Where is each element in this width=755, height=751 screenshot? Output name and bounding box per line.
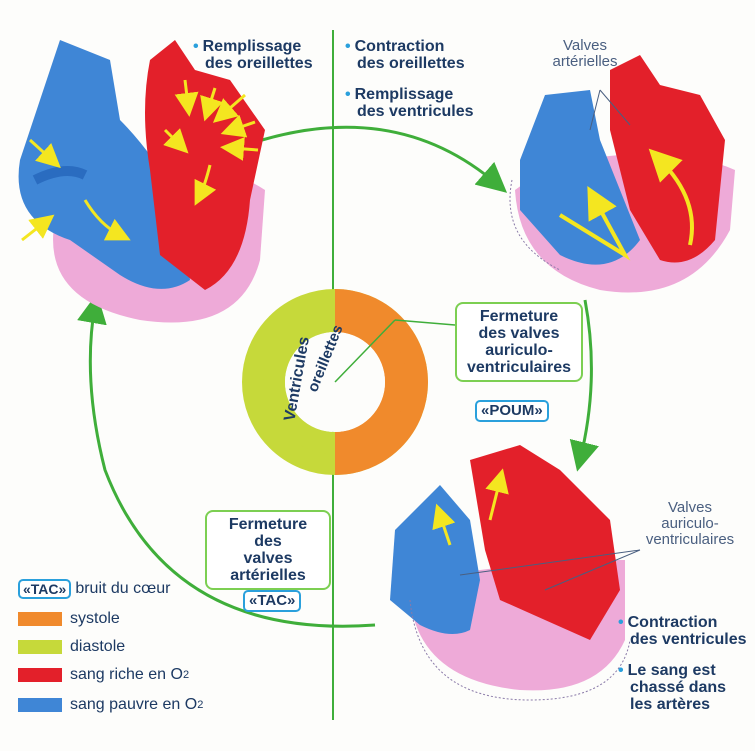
legend-heart-sound-text: bruit du cœur — [75, 580, 171, 597]
legend-systole-text: systole — [70, 610, 120, 627]
legend-oxygen-rich-text: sang riche en O — [70, 666, 183, 683]
sound-tac-badge: «TAC» — [243, 590, 302, 612]
legend-tac-badge: «TAC» — [18, 579, 72, 599]
annotation-av-valves-line3: ventriculaires — [645, 531, 735, 548]
av-closure-line2: des valves — [478, 325, 560, 342]
art-valve-closure-box: Fermeture des valves artérielles — [205, 510, 331, 590]
av-closure-line3: auriculo- — [485, 342, 553, 359]
ring-inner-diastole — [263, 310, 336, 454]
phase-atrial-contraction-line1: Contraction — [354, 38, 445, 55]
phase-atrial-contraction-line2: des oreillettes — [357, 55, 465, 72]
legend-diastole-text: diastole — [70, 638, 126, 655]
annotation-av-valves: Valves auriculo- ventriculaires — [635, 500, 745, 548]
legend-oxygen-rich-subscript: 2 — [182, 669, 190, 681]
av-valve-closure-box: Fermeture des valves auriculo- ventricul… — [455, 302, 583, 382]
av-closure-line1: Fermeture — [479, 308, 559, 325]
annotation-arterial-valves: Valves artérielles — [545, 38, 625, 70]
phase-ventricular-filling-line2: des ventricules — [357, 103, 474, 120]
art-closure-line2: valves — [243, 550, 293, 567]
cycle-arrow-right — [569, 299, 599, 472]
phase-ventricular-contraction: •Contraction des ventricules — [618, 614, 747, 648]
art-closure-line1: Fermeture des — [228, 516, 308, 550]
phase-ventricular-contraction-line2: des ventricules — [630, 631, 747, 648]
legend-diastole: diastole — [18, 636, 125, 658]
phase-ventricular-filling: •Remplissage des ventricules — [345, 86, 474, 120]
phase-atrial-filling: •Remplissage des oreillettes — [193, 38, 313, 72]
legend-systole-swatch — [18, 612, 62, 626]
phase-atrial-contraction: •Contraction des oreillettes — [345, 38, 465, 72]
ring-systole-arc — [334, 289, 428, 475]
legend-systole: systole — [18, 608, 120, 630]
av-closure-line4: ventriculaires — [466, 359, 572, 376]
annotation-av-valves-line2: auriculo- — [661, 515, 719, 532]
cycle-arrow-top — [261, 125, 508, 193]
annotation-arterial-valves-line1: Valves — [563, 37, 607, 54]
phase-atrial-filling-line2: des oreillettes — [205, 55, 313, 72]
phase-blood-ejection: •Le sang est chassé dans les artères — [618, 662, 727, 713]
heart-atrial-filling — [18, 40, 265, 323]
phase-ventricular-contraction-line1: Contraction — [627, 614, 718, 631]
legend-oxygen-rich-swatch — [18, 668, 62, 682]
heart-ventricular-contraction — [390, 445, 641, 701]
legend-heart-sound: «TAC» bruit du cœur — [18, 578, 170, 600]
legend-oxygen-poor-subscript: 2 — [197, 699, 204, 711]
phase-blood-ejection-line1: Le sang est — [627, 662, 716, 679]
annotation-av-valves-line1: Valves — [668, 499, 712, 516]
phase-atrial-filling-line1: Remplissage — [202, 38, 302, 55]
sound-tac-text: «TAC» — [249, 592, 296, 609]
phase-blood-ejection-line3: les artères — [630, 696, 711, 713]
cycle-arrow-left — [77, 293, 376, 628]
sound-poum-text: «POUM» — [481, 402, 543, 419]
cycle-ring — [242, 289, 456, 475]
phase-ventricular-filling-line1: Remplissage — [354, 86, 454, 103]
legend-oxygen-poor-text: sang pauvre en O — [70, 696, 198, 713]
legend-oxygen-poor-swatch — [18, 698, 62, 712]
heart-atrial-contraction — [509, 55, 735, 293]
annotation-arterial-valves-line2: artérielles — [552, 53, 618, 70]
art-closure-line3: artérielles — [230, 567, 306, 584]
sound-poum-badge: «POUM» — [475, 400, 549, 422]
phase-blood-ejection-line2: chassé dans — [630, 679, 727, 696]
legend-diastole-swatch — [18, 640, 62, 654]
